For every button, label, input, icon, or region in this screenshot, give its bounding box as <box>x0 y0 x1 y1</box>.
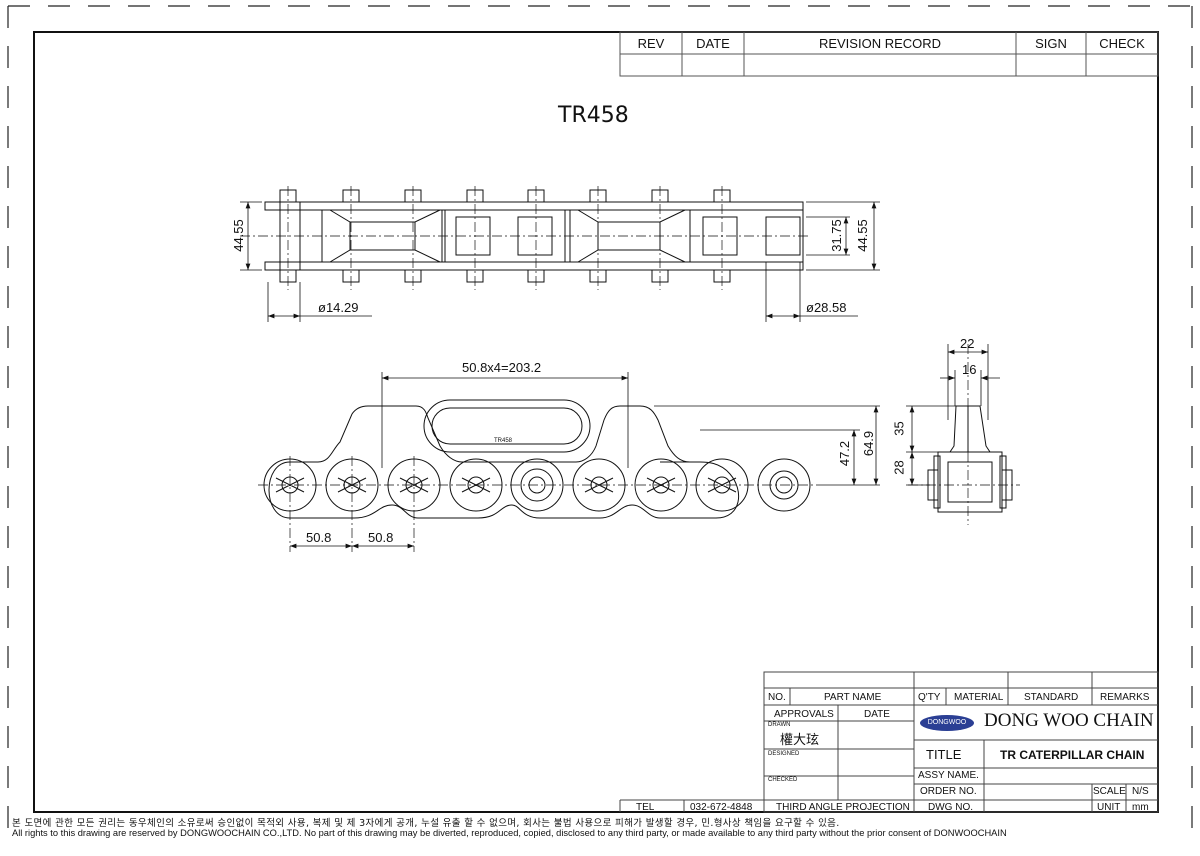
tb-remarks: REMARKS <box>1100 692 1150 703</box>
chain-end-view <box>927 405 1013 513</box>
sign-header: SIGN <box>1035 36 1067 51</box>
plate-part-mark: TR458 <box>494 438 513 444</box>
dim-inner-width: 31.75 <box>828 219 844 252</box>
tb-part-name: PART NAME <box>824 692 882 703</box>
tb-scale-value: N/S <box>1132 786 1149 797</box>
dim-side-height-upper: 35 <box>891 421 907 436</box>
tb-title-label: TITLE <box>926 747 962 762</box>
tb-drawn-name: 權大玹 <box>780 733 820 748</box>
tb-standard: STANDARD <box>1024 692 1079 703</box>
check-header: CHECK <box>1099 36 1145 51</box>
revision-record-header: REVISION RECORD <box>818 36 942 51</box>
tb-tel-value: 032-672-4848 <box>690 802 753 813</box>
dim-roller-dia: ø28.58 <box>806 300 847 315</box>
dim-pitch-total: 50.8x4=203.2 <box>462 360 542 375</box>
top-view-dimensions <box>240 201 880 322</box>
tb-order-no: ORDER NO. <box>920 786 977 797</box>
dim-pitch-a: 50.8 <box>306 530 332 545</box>
drawing-title: TR458 <box>558 103 629 128</box>
tb-title-value: TR CATERPILLAR CHAIN <box>1000 748 1145 762</box>
dim-side-width-outer: 22 <box>960 336 975 351</box>
tb-unit-value: mm <box>1132 802 1149 813</box>
revision-table <box>619 31 1159 77</box>
tb-designed-label: DESIGNED <box>768 751 800 757</box>
footer-english: All rights to this drawing are reserved … <box>12 828 1007 839</box>
side-view-dimensions <box>290 372 880 549</box>
tb-assy-name: ASSY NAME. <box>918 770 979 781</box>
outer-dashed-border <box>7 5 1193 846</box>
tb-approvals: APPROVALS <box>774 709 834 720</box>
tb-company: DONG WOO CHAIN <box>984 710 1154 731</box>
date-header: DATE <box>696 36 730 51</box>
end-view-dimensions <box>906 344 1000 486</box>
tb-tel-label: TEL <box>636 802 655 813</box>
dim-plate-height-inner: 47.2 <box>837 440 853 467</box>
tb-dwg-no: DWG NO. <box>928 802 973 813</box>
dim-side-width-inner: 16 <box>962 362 977 377</box>
dongwoo-logo: DONGWOO <box>920 715 974 731</box>
dim-height-right: 44.55 <box>854 219 870 252</box>
dim-pin-dia: ø14.29 <box>318 300 359 315</box>
inner-frame <box>33 31 1159 813</box>
tb-qty: Q'TY <box>918 692 941 703</box>
tb-scale-label: SCALE <box>1093 786 1126 797</box>
title-block-grid <box>619 671 1159 813</box>
tb-projection: THIRD ANGLE PROJECTION <box>776 802 910 813</box>
dim-height-left: 44.55 <box>230 219 246 252</box>
top-view-centerlines <box>240 186 810 290</box>
footer-korean: 본 도면에 관한 모든 권리는 동우체인의 소유로써 승인없이 목적외 사용, … <box>12 818 840 829</box>
tb-material: MATERIAL <box>954 692 1004 703</box>
rev-header: REV <box>637 36 665 51</box>
tb-checked-label: CHECKED <box>768 777 798 783</box>
tb-unit-label: UNIT <box>1097 802 1121 813</box>
tb-date: DATE <box>864 709 890 720</box>
chain-side-view <box>263 399 811 519</box>
dim-side-height-lower: 28 <box>891 460 907 475</box>
side-view-centerlines <box>258 456 820 552</box>
tb-drawn-label: DRAWN <box>768 722 791 728</box>
tb-no: NO. <box>768 692 786 703</box>
dim-plate-height-outer: 64.9 <box>861 430 877 457</box>
dim-pitch-b: 50.8 <box>368 530 394 545</box>
